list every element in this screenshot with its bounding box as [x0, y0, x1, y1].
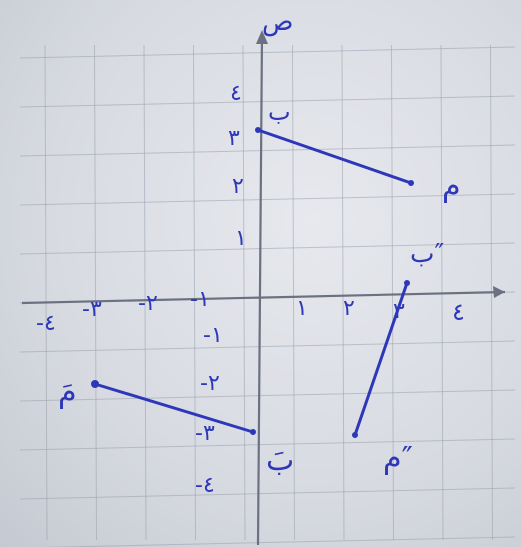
label-b1: بَ — [266, 443, 294, 478]
grid-line-horizontal — [42, 536, 516, 547]
label-b2: ب″ — [410, 239, 444, 269]
grid-line-horizontal — [19, 193, 516, 206]
y-tick-4: ٤ — [230, 81, 242, 106]
grid-line-horizontal — [19, 95, 516, 108]
grid-line-horizontal — [19, 487, 516, 500]
grid-line-vertical — [242, 44, 246, 541]
y-axis-arrow-icon — [256, 30, 268, 44]
point-m1 — [91, 380, 99, 388]
label-m2: م″ — [383, 441, 413, 476]
label-m: م — [442, 169, 461, 204]
grid-line-horizontal — [19, 46, 516, 59]
x-tick-neg-1: -١ — [190, 287, 210, 312]
y-tick-neg-4: -٤ — [195, 473, 215, 498]
label-b: ب — [268, 98, 291, 126]
x-tick-4: ٤ — [452, 298, 465, 326]
grid-line-vertical — [44, 44, 48, 541]
point-m — [408, 180, 414, 186]
grid-line-vertical — [193, 44, 196, 541]
y-tick-neg-1: -١ — [203, 323, 223, 348]
grid-line-vertical — [341, 44, 345, 541]
y-tick-3: ٣ — [228, 126, 240, 151]
y-tick-2: ٢ — [232, 174, 244, 199]
grid-line-vertical — [94, 44, 97, 541]
grid-line-vertical — [391, 44, 394, 541]
y-axis-label: ص — [262, 7, 293, 37]
y-tick-neg-3: -٣ — [195, 421, 215, 446]
segment-mb — [257, 128, 412, 185]
grid-line-horizontal — [19, 242, 516, 255]
x-axis-arrow-icon — [493, 286, 505, 298]
grid-line-vertical — [292, 44, 295, 541]
y-axis — [256, 34, 264, 546]
segment-m1b1 — [94, 382, 254, 434]
point-b — [255, 127, 261, 133]
x-tick-1: ١ — [296, 296, 308, 321]
x-tick-neg-4: -٤ — [36, 311, 56, 336]
grid-line-horizontal — [19, 389, 516, 402]
y-tick-1: ١ — [235, 226, 247, 251]
point-b2 — [404, 280, 410, 286]
segment-m2b2 — [353, 282, 409, 436]
x-axis — [21, 290, 506, 305]
y-tick-neg-2: -٢ — [200, 371, 220, 396]
x-tick-neg-3: -٣ — [82, 297, 102, 322]
point-m2 — [352, 432, 358, 438]
label-m1: مَ — [58, 375, 77, 410]
grid-line-horizontal — [19, 340, 516, 353]
grid-line-horizontal — [19, 144, 516, 157]
x-tick-2: ٢ — [343, 296, 355, 321]
grid-line-horizontal — [19, 438, 516, 451]
point-b1 — [250, 429, 256, 435]
grid-line-vertical — [143, 44, 147, 541]
x-tick-neg-2: -٢ — [138, 291, 158, 316]
